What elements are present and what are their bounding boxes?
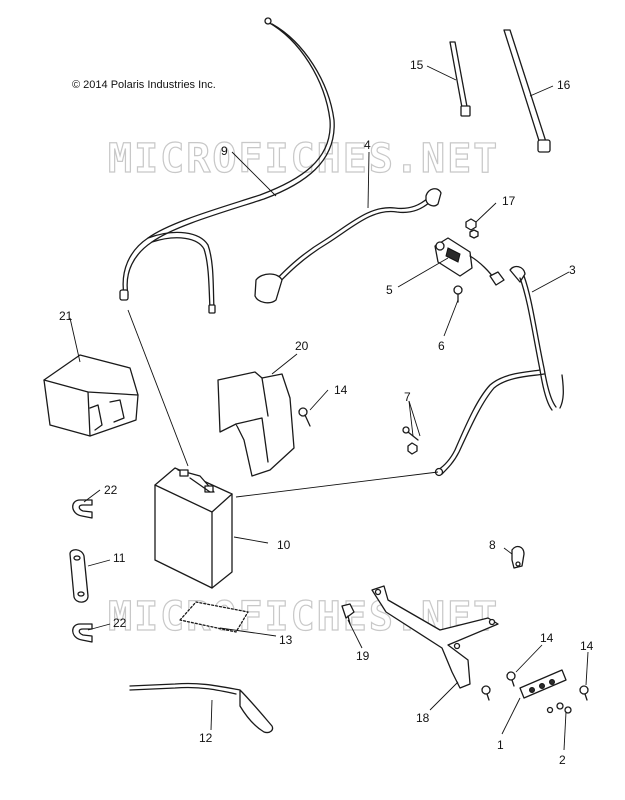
part-13-pad xyxy=(179,601,249,633)
part-10-battery xyxy=(154,467,233,589)
part-8-clamp xyxy=(511,545,525,569)
callout-7: 7 xyxy=(404,390,411,404)
part-22-clip-lower xyxy=(72,623,93,643)
callout-6: 6 xyxy=(438,339,445,353)
callout-22-a: 22 xyxy=(104,483,118,497)
part-3-ground-cable xyxy=(434,265,564,477)
callout-1: 1 xyxy=(497,738,504,752)
callout-13: 13 xyxy=(279,633,293,647)
part-11-strap xyxy=(69,549,89,603)
callout-4: 4 xyxy=(364,138,371,152)
callout-11: 11 xyxy=(113,551,126,565)
callout-17: 17 xyxy=(502,194,516,208)
part-20-shield xyxy=(217,371,295,477)
part-2-washers xyxy=(546,702,572,714)
callout-5: 5 xyxy=(386,283,393,297)
callout-8: 8 xyxy=(489,538,496,552)
callout-14-c: 14 xyxy=(580,639,594,653)
callout-9: 9 xyxy=(221,144,228,158)
part-14-screw-b xyxy=(506,671,516,687)
callout-22-b: 22 xyxy=(113,616,127,630)
part-14-screw-c xyxy=(481,685,491,701)
callout-21: 21 xyxy=(59,309,73,323)
callout-14-b: 14 xyxy=(540,631,554,645)
callout-15: 15 xyxy=(410,58,424,72)
part-7-bolt xyxy=(402,426,419,455)
part-1-bus-bar xyxy=(519,669,567,699)
callouts: 1 2 3 4 5 6 7 8 9 10 11 12 13 14 14 14 1… xyxy=(59,58,594,767)
callout-19: 19 xyxy=(356,649,370,663)
callout-12: 12 xyxy=(199,731,213,745)
callout-16: 16 xyxy=(557,78,571,92)
copyright-text: © 2014 Polaris Industries Inc. xyxy=(72,79,216,91)
part-14-screw-a xyxy=(298,407,311,427)
part-17-nut xyxy=(465,218,479,239)
part-5-relay xyxy=(434,237,505,286)
callout-20: 20 xyxy=(295,339,309,353)
part-14-screw-d xyxy=(579,685,589,701)
part-6-screw xyxy=(453,285,463,303)
watermark-bottom: MICROFICHES.NET xyxy=(108,594,499,640)
part-9-battery-cable xyxy=(119,17,335,314)
part-16-strap xyxy=(503,29,551,153)
part-21-cover xyxy=(43,354,139,437)
watermark-top: MICROFICHES.NET xyxy=(108,136,499,182)
part-19-rivet xyxy=(341,603,355,625)
part-4-cable-boot xyxy=(254,188,442,304)
part-12-rod xyxy=(129,682,274,734)
callout-18: 18 xyxy=(416,711,430,725)
callout-2: 2 xyxy=(559,753,566,767)
part-18-bracket xyxy=(371,585,499,689)
callout-3: 3 xyxy=(569,263,576,277)
part-22-clip-upper xyxy=(72,499,93,519)
callout-10: 10 xyxy=(277,538,291,552)
callout-14-a: 14 xyxy=(334,383,348,397)
leader-lines xyxy=(69,65,589,751)
part-15-tie xyxy=(449,41,471,117)
